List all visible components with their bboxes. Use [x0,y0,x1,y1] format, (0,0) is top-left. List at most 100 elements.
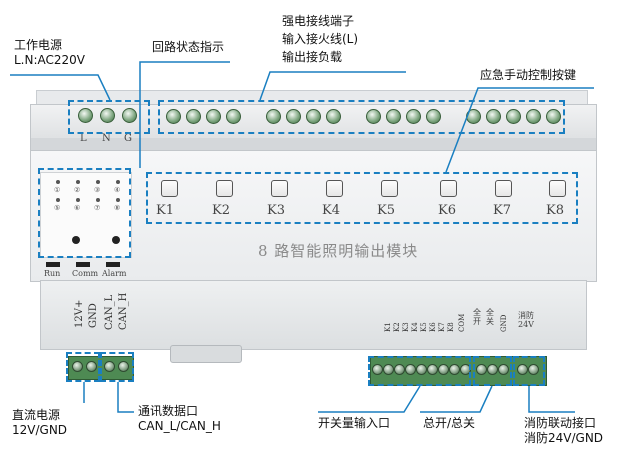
input-screw [427,364,438,375]
terminal-label-g: G [124,133,132,144]
strong-terminal-line2: 输入接火线(L) [282,32,359,46]
key-k1-label: K1 [156,203,174,218]
key-k2-label: K2 [212,203,230,218]
led-dot [76,198,80,202]
led-dot [56,180,60,184]
key-k6-button[interactable] [440,180,457,197]
terminal-n [100,108,115,123]
key-k7-button[interactable] [495,180,512,197]
loop-number-6: ⑥ [74,204,81,212]
loop-number-1: ① [54,186,61,194]
leader-power [10,74,111,101]
dc-terminal-screw [86,361,97,372]
strong-terminal-callout: 强电接线端子 输入接火线(L) 输出接负载 [282,14,358,65]
run-label: Run [44,269,61,278]
keys-box [146,172,578,224]
key-k5-label: K5 [377,203,395,218]
master-switch-box [473,356,512,386]
strong-terminal [406,109,421,124]
dc-terminal-screw [72,361,83,372]
loop-number-3: ③ [94,186,101,194]
fire-link-box [513,356,545,386]
strong-terminal [366,109,381,124]
strong-terminal [486,109,501,124]
loop-number-8: ⑧ [114,204,121,212]
power-callout: 工作电源 L.N:AC220V [14,38,85,68]
leader-comm-port [117,382,134,413]
power-callout-line2: L.N:AC220V [14,53,86,67]
terminal-label-n: N [102,133,111,144]
master-off-label: 全关 [486,308,494,326]
key-k6-label: K6 [438,203,456,218]
strong-terminal-box [158,100,565,134]
master-on-label: 全开 [473,308,481,326]
input-screw [438,364,449,375]
strong-terminal [526,109,541,124]
led-dot [116,180,120,184]
comm-port-line1: 通讯数据口 [138,404,199,418]
alarm-label: Alarm [102,269,127,278]
comm-port-box [100,352,134,382]
fire-label-1: 消防 [518,311,534,320]
input-screw [449,364,460,375]
strong-terminal [306,109,321,124]
strong-terminal [166,109,181,124]
strong-terminal [386,109,401,124]
led-grid: ① ② ③ ④ ⑤ ⑥ ⑦ ⑧ [50,178,125,218]
input-screw [487,364,498,375]
key-k4-label: K4 [322,203,340,218]
terminal-g [122,108,137,123]
led-button-right[interactable] [112,236,120,244]
comm-label: Comm [72,269,99,278]
fire-link-line1: 消防联动接口 [524,416,597,430]
device-title: 8 路智能照明输出模块 [258,242,419,260]
leader-master-switch [420,385,493,413]
key-k8-button[interactable] [549,180,566,197]
leader-fire-link [528,386,575,413]
dc-power-box [66,352,100,382]
terminal-l [78,108,93,123]
strong-terminal [326,109,341,124]
led-dot [56,198,60,202]
key-k7-label: K7 [493,203,511,218]
alarm-led [106,262,120,267]
input-terminal-screws [372,362,542,376]
key-k5-button[interactable] [381,180,398,197]
master-switch-callout: 总开/总关 [423,416,476,430]
strong-terminal [546,109,561,124]
strong-terminal [226,109,241,124]
loop-number-2: ② [74,186,81,194]
led-button-left[interactable] [72,236,80,244]
fire-link-callout: 消防联动接口 消防24V/GND [524,416,603,446]
switch-input-callout: 开关量输入口 [318,416,391,430]
led-dot [96,180,100,184]
terminal-label-l: L [80,133,87,144]
dc-power-callout: 直流电源 12V/GND [12,408,67,438]
key-k3-button[interactable] [271,180,288,197]
power-callout-line1: 工作电源 [14,38,63,52]
input-screw [476,364,487,375]
strong-terminal [186,109,201,124]
switch-input-box [368,356,471,386]
input-screw [372,364,383,375]
fire-label-2: 24V [518,320,534,329]
input-screw [383,364,394,375]
loop-number-7: ⑦ [94,204,101,212]
key-k4-button[interactable] [326,180,343,197]
strong-terminal [206,109,221,124]
input-screw [517,364,528,375]
device-lower-body [40,280,587,350]
key-k8-label: K8 [546,203,564,218]
power-terminal-box [68,100,150,134]
strong-terminal-row [160,104,565,130]
input-screw [416,364,427,375]
fire-link-line2: 消防24V/GND [524,431,604,445]
led-dot [116,198,120,202]
key-k3-label: K3 [267,203,285,218]
strong-terminal [506,109,521,124]
input-screw [405,364,416,375]
key-k1-button[interactable] [161,180,178,197]
din-clip [170,345,242,363]
key-k2-button[interactable] [216,180,233,197]
